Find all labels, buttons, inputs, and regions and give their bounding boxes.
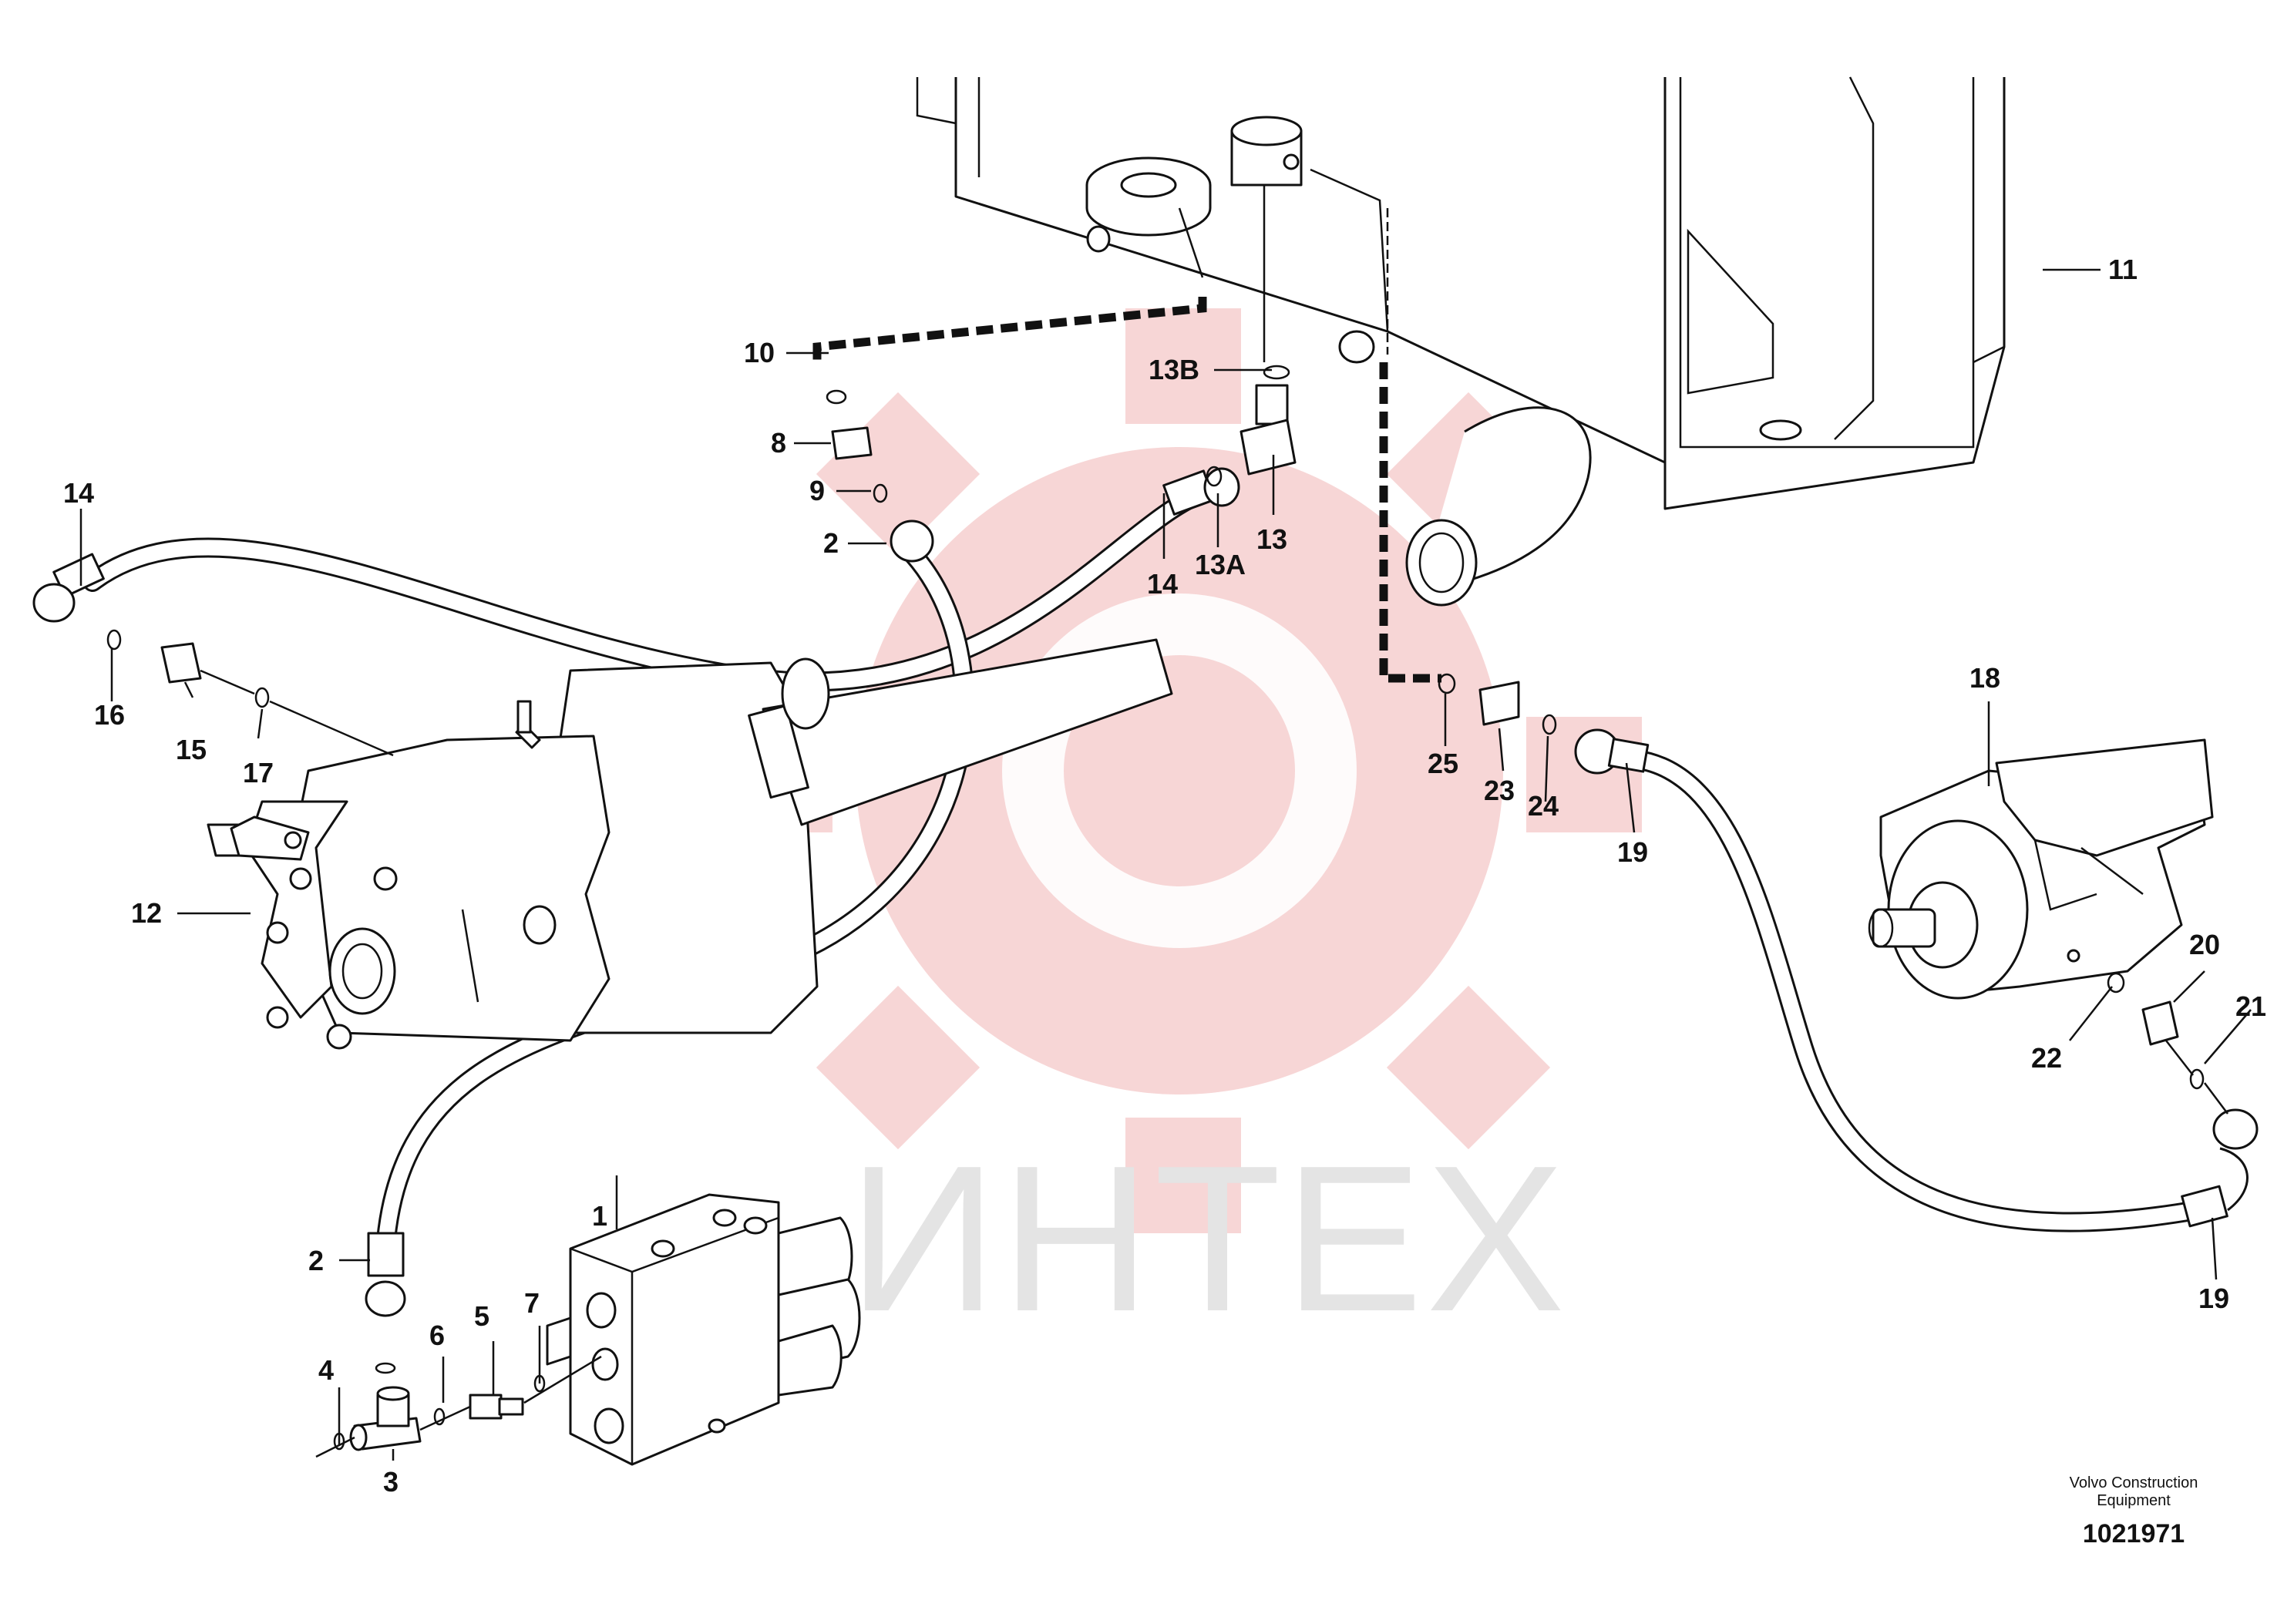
hydraulic-pump [207,638,1173,1050]
label-20: 20 [2189,929,2220,960]
label-4: 4 [318,1354,334,1386]
label-17: 17 [243,757,274,788]
watermark-text: ИНТЕХ [848,1123,1568,1355]
label-11: 11 [2108,254,2138,285]
label-2-top: 2 [823,527,839,559]
label-24: 24 [1528,790,1559,822]
dashed-line-left [812,297,1207,362]
label-9: 9 [809,475,825,506]
label-7: 7 [524,1287,540,1319]
label-23: 23 [1484,775,1515,806]
small-fittings [106,365,2228,1115]
drawing-number: 1021971 [2083,1519,2185,1548]
label-8: 8 [771,427,786,459]
label-13: 13 [1256,523,1287,555]
hydraulic-motor [1868,738,2214,1000]
hydraulic-tank [916,76,2006,607]
label-14-mid: 14 [1147,568,1178,600]
credit-block: Volvo Construction Equipment 1021971 [2070,1474,2198,1548]
label-18: 18 [1969,662,2000,694]
label-16: 16 [94,699,125,731]
label-15: 15 [176,734,207,765]
label-1: 1 [592,1200,607,1232]
label-14-left: 14 [63,477,94,509]
hose-19 [1574,728,2259,1232]
label-12: 12 [131,897,162,929]
label-10: 10 [744,337,775,368]
label-19-bottom: 19 [2198,1283,2229,1314]
tee-fitting [315,1355,602,1458]
label-5: 5 [474,1300,489,1332]
label-13b: 13B [1149,354,1199,385]
credit-line-1: Volvo Construction [2070,1474,2198,1491]
label-21: 21 [2235,990,2266,1022]
label-22: 22 [2031,1042,2062,1074]
label-3: 3 [383,1466,399,1498]
label-19-top: 19 [1617,836,1648,868]
valve-block [546,1193,861,1466]
label-13a: 13A [1195,549,1246,580]
label-6: 6 [429,1320,445,1351]
label-25: 25 [1428,748,1458,779]
credit-line-2: Equipment [2097,1492,2171,1509]
leader-lines [79,268,2252,1461]
part-labels: 11 13B 10 8 9 2 14 13A 13 14 16 15 17 12… [63,254,2266,1498]
dashed-line-right [1379,362,1441,683]
label-2-bottom: 2 [308,1245,324,1276]
